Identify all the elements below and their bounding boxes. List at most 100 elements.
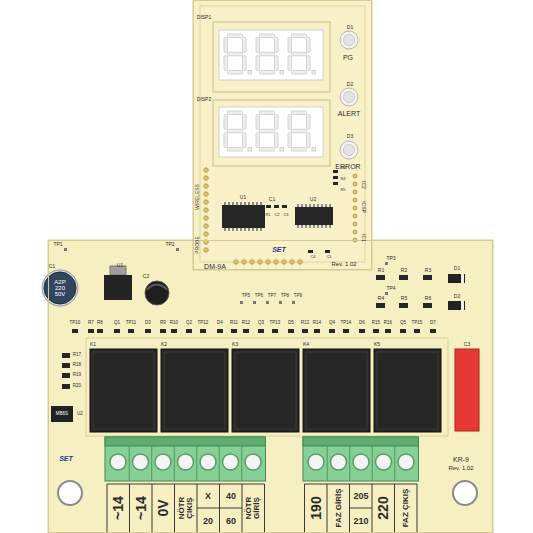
terminal-label: FAZ GİRİŞ: [335, 488, 343, 528]
display-segment: [260, 52, 275, 56]
display-segment: [275, 38, 279, 53]
smd-resistor: [333, 176, 338, 179]
display-segment: [243, 133, 247, 148]
smd-part: [88, 329, 94, 333]
silkscreen-label: TP10: [70, 321, 81, 326]
silkscreen-label: IC1: [361, 234, 366, 242]
smd-part: [186, 329, 192, 333]
ic-pin: [317, 204, 319, 207]
silkscreen-label: R11: [230, 321, 238, 326]
terminal-screw: [308, 454, 324, 470]
ic-pin: [240, 202, 242, 205]
grid-line: [305, 484, 418, 485]
silkscreen-label: TP7: [268, 294, 276, 299]
test-point: [385, 262, 388, 265]
silkscreen-label: R4: [340, 177, 345, 181]
smd-part: [243, 329, 249, 333]
silkscreen-label: TP3: [386, 256, 395, 261]
smd-part: [272, 329, 278, 333]
relay: [232, 349, 299, 432]
terminal-ridge: [303, 437, 419, 446]
diode-body: [448, 301, 465, 310]
display-segment: [260, 148, 275, 152]
ic-pin: [244, 202, 246, 205]
header-pin: [353, 182, 357, 186]
silkscreen-label: R4: [378, 296, 384, 301]
relay-edge: [377, 352, 438, 429]
silkscreen-label: R10: [170, 321, 178, 326]
silkscreen-label: R1: [378, 268, 384, 273]
ic-pin: [224, 228, 226, 231]
silkscreen-label: Q5: [400, 321, 406, 326]
test-point: [64, 248, 67, 251]
ic-pin: [256, 202, 258, 205]
silkscreen-label: D2: [347, 82, 353, 87]
display-dot: [280, 148, 284, 152]
button: [340, 88, 358, 106]
display-segment: [292, 111, 307, 115]
test-point: [253, 301, 256, 304]
display-dot: [280, 71, 284, 75]
smd-resistor: [333, 170, 338, 173]
silkscreen-label: TP13: [270, 321, 281, 326]
terminal-label: 210: [353, 517, 368, 526]
relay-edge: [235, 352, 296, 429]
silkscreen-label: C5: [326, 255, 331, 259]
silkscreen-label: WIRELESS: [195, 184, 200, 210]
terminal-screw: [245, 454, 261, 470]
smd-part: [414, 329, 420, 333]
silkscreen-label: R5: [340, 188, 345, 192]
ic-pin: [309, 204, 311, 207]
terminal-screw: [110, 454, 126, 470]
display-segment: [307, 56, 311, 71]
display-segment: [260, 71, 275, 75]
header-pin: [204, 232, 209, 237]
smd-part: [430, 329, 436, 333]
display-segment: [228, 129, 243, 133]
board-revision: Rev. 1.02: [448, 465, 473, 471]
terminal-divider: [196, 446, 197, 481]
silkscreen-label: R13: [301, 321, 309, 326]
smd-resistor: [62, 353, 70, 358]
terminal-label: 20: [203, 517, 213, 526]
header-pin: [353, 190, 357, 194]
relay-board: KR-9Rev. 1.02: [48, 240, 493, 533]
smd-part: [385, 329, 391, 333]
diode-band: [461, 301, 464, 310]
capacitor-c2: [145, 281, 169, 305]
silkscreen-label: R12: [242, 321, 250, 326]
display-segment: [224, 115, 228, 130]
relay-edge: [93, 352, 154, 429]
terminal-screw: [155, 454, 171, 470]
header-pin: [250, 260, 255, 265]
header-pin: [258, 260, 263, 265]
display-segment: [260, 111, 275, 115]
header-pin: [266, 260, 271, 265]
test-point: [279, 301, 282, 304]
header-pin: [353, 206, 357, 210]
ic-pin: [301, 225, 303, 228]
grid-line: [129, 484, 130, 533]
display-segment: [292, 129, 307, 133]
smd-part: [97, 329, 103, 333]
terminal-screw: [331, 454, 347, 470]
header-pin: [242, 260, 247, 265]
grid-line: [107, 484, 265, 485]
grid-line: [197, 508, 242, 509]
silkscreen-label: TP5: [242, 294, 250, 299]
ic-pin: [232, 228, 234, 231]
button-cap: [344, 92, 355, 103]
display-window: [219, 107, 323, 157]
display-segment: [288, 133, 292, 148]
terminal-divider: [349, 446, 350, 481]
ic-pin: [329, 204, 331, 207]
display-window: [219, 30, 323, 80]
display-segment: [243, 115, 247, 130]
header-pin: [204, 216, 209, 221]
display-segment: [228, 71, 243, 75]
display-dot: [312, 148, 316, 152]
silkscreen-label: MB6S: [56, 412, 68, 417]
relay: [90, 349, 157, 432]
silkscreen-label: TP6: [255, 294, 263, 299]
silkscreen-label: U2: [310, 197, 316, 202]
